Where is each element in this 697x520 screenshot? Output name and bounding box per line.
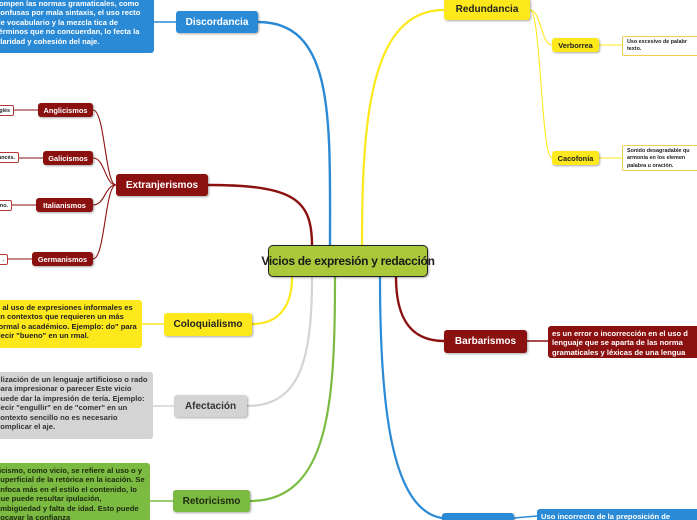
- coloquialismo-description[interactable]: e al uso de expresiones informales es en…: [0, 300, 142, 348]
- topic-redundancia[interactable]: Redundancia: [444, 0, 530, 20]
- subtopic-verborrea[interactable]: Verborrea: [552, 38, 599, 52]
- retoricismo-description[interactable]: ricismo, como vicio, se refiere al uso o…: [0, 463, 150, 520]
- topic-retoricismo[interactable]: Retoricismo: [173, 490, 250, 512]
- germanismos-leaf[interactable]: .: [0, 254, 8, 265]
- link-germanismos: [92, 184, 117, 260]
- central-topic[interactable]: Vicios de expresión y redacción: [261, 245, 435, 277]
- topic-discordancia[interactable]: Discordancia: [176, 11, 258, 33]
- topic-bottom-cutoff[interactable]: [442, 513, 514, 520]
- afectacion-description[interactable]: tilización de un lenguaje artificioso o …: [0, 372, 153, 439]
- link-coloquialismo: [250, 275, 294, 326]
- link-cacofonia: [529, 9, 553, 159]
- link-italianismos: [92, 184, 117, 206]
- link-bottom-desc: [513, 515, 538, 519]
- topic-barbarismos[interactable]: Barbarismos: [444, 330, 527, 353]
- link-redundancia: [360, 8, 446, 247]
- link-galicismos: [92, 157, 117, 186]
- link-barbarismos: [394, 275, 446, 343]
- subtopic-italianismos[interactable]: Italianismos: [36, 198, 93, 212]
- link-discordancia: [256, 20, 332, 247]
- barbarismos-description[interactable]: es un error o incorrección en el uso d l…: [548, 326, 697, 358]
- topic-coloquialismo[interactable]: Coloquialismo: [164, 313, 252, 336]
- topic-extranjerismos[interactable]: Extranjerismos: [116, 174, 208, 196]
- subtopic-galicismos[interactable]: Galicismos: [43, 151, 93, 165]
- bottom-description[interactable]: Uso incorrecto de la preposición de: [537, 509, 697, 520]
- link-verborrea: [529, 9, 553, 46]
- verborrea-description[interactable]: Uso excesivo de palabr texto.: [622, 36, 697, 56]
- link-anglicismos: [92, 109, 117, 186]
- cacofonia-description[interactable]: Sonido desagradable qu armonía en los el…: [622, 145, 697, 171]
- discordancia-description[interactable]: rompen las normas gramaticales, como con…: [0, 0, 154, 53]
- link-afectacion: [245, 275, 314, 408]
- subtopic-cacofonia[interactable]: Cacofonía: [552, 151, 599, 165]
- galicismos-leaf[interactable]: ancés.: [0, 152, 19, 163]
- link-extranjerismos: [206, 183, 314, 248]
- italianismos-leaf[interactable]: no.: [0, 200, 12, 211]
- topic-afectacion[interactable]: Afectación: [174, 395, 247, 417]
- link-retoricismo: [248, 275, 337, 503]
- subtopic-anglicismos[interactable]: Anglicismos: [38, 103, 93, 117]
- anglicismos-leaf[interactable]: glés: [0, 105, 14, 116]
- link-bottom: [378, 275, 444, 520]
- subtopic-germanismos[interactable]: Germanismos: [32, 252, 93, 266]
